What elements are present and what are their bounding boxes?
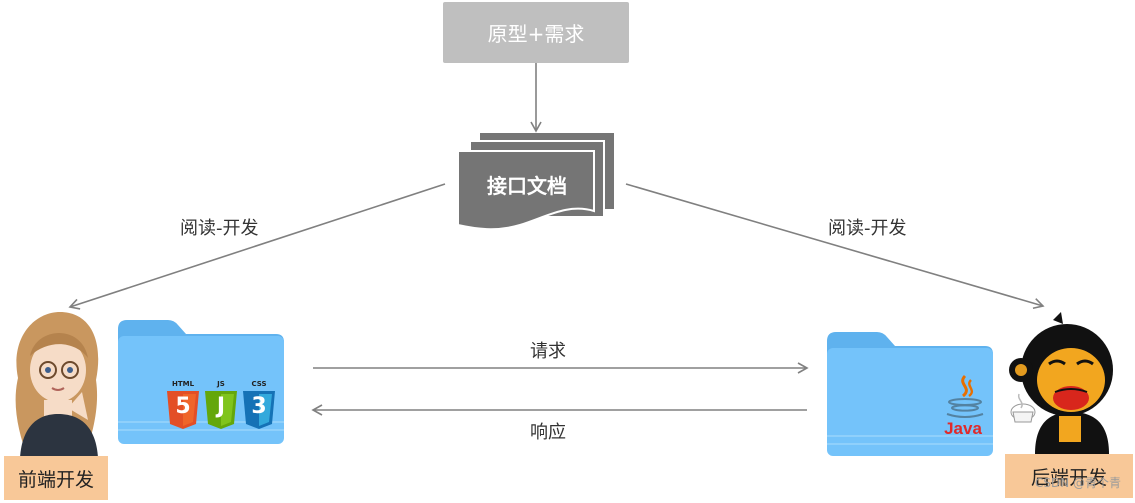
js-letter: J [216,394,226,419]
prototype-requirements-box: 原型+需求 [443,2,629,63]
js-shield-icon [205,391,237,429]
prototype-requirements-label: 原型+需求 [487,22,585,46]
backend-folder-icon [827,332,993,456]
response-label: 响应 [530,422,566,443]
doc-to-backend-arrow [625,183,1045,310]
html5-number: 5 [175,394,191,419]
api-doc-stack-icon [457,133,614,231]
doc-to-frontend-arrow [68,183,446,310]
api-doc-label: 接口文档 [487,174,567,198]
html-badge-label: HTML [171,380,195,388]
watermark: CSDN @青个青 [1034,476,1121,490]
backend-dev-label: 后端开发 [1030,466,1107,489]
css-badge-label: CSS [251,380,267,388]
java-coffee-cup-icon [946,374,984,418]
frontend-folder-icon [118,320,284,444]
frontend-dev-tag: 前端开发 [4,456,108,500]
backend-developer-avatar [1009,312,1113,454]
request-label: 请求 [530,341,566,362]
frontend-dev-label: 前端开发 [17,468,94,491]
web-tech-badges: HTML JS CSS 5 J 3 [166,380,276,430]
java-logo-text: Java [944,419,982,438]
read-develop-left-label: 阅读-开发 [180,218,259,239]
backend-dev-tag: 后端开发 [1005,454,1133,498]
js-badge-label: JS [217,380,225,388]
css3-number: 3 [251,394,267,419]
read-develop-right-label: 阅读-开发 [828,218,907,239]
html5-shield-icon [167,391,199,429]
frontend-developer-avatar [15,312,99,458]
css3-shield-icon [243,391,275,429]
